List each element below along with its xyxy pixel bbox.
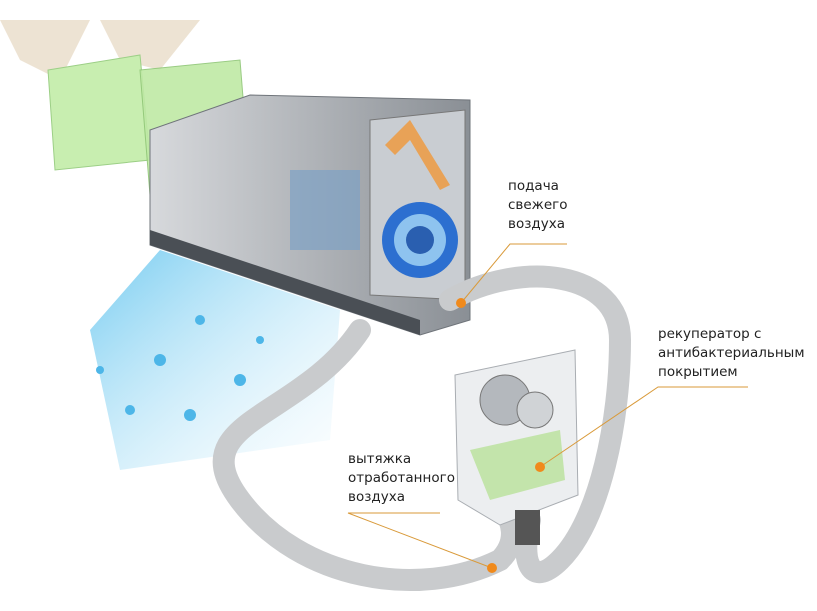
label-line: антибактериальным [658,345,805,361]
label-line: рекуператор с [658,326,762,342]
label-line: отработанного [348,470,455,486]
label-recuperator: рекуператор с антибактериальным покрытие… [658,325,805,382]
leader-fresh-air [460,243,567,304]
label-line: покрытием [658,364,738,380]
leader-recuperator [539,386,748,468]
leader-exhaust [347,512,493,569]
label-line: воздуха [348,489,405,505]
label-line: подача [508,178,559,194]
leader-lines [347,243,748,569]
label-exhaust-air: вытяжка отработанного воздуха [348,450,455,507]
indoor-unit [149,94,471,336]
marker-dot-recuperator [535,462,545,472]
label-line: воздуха [508,216,565,232]
marker-dot-fresh-air [456,298,466,308]
marker-dot-exhaust [487,563,497,573]
label-line: вытяжка [348,451,412,467]
label-line: свежего [508,197,568,213]
recuperator-unit [454,349,579,545]
air-hose [212,265,632,591]
label-fresh-air-supply: подача свежего воздуха [508,177,568,234]
